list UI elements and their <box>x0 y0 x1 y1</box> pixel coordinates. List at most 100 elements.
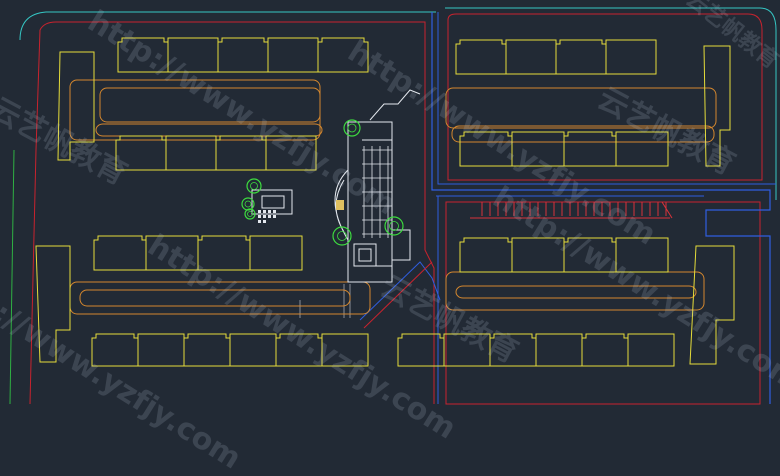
plaza-feature-square <box>353 243 377 267</box>
building-row-ne-south-unit-1 <box>511 131 565 167</box>
road-east <box>431 12 771 404</box>
road-diagonal <box>359 261 441 321</box>
parking-lane-3 <box>445 87 717 129</box>
tree-core-5 <box>247 211 253 217</box>
end-building-0 <box>57 51 95 161</box>
building-row-ne-south-unit-2 <box>563 131 617 167</box>
end-building-3 <box>689 245 735 365</box>
building-row-ne-north-unit-2 <box>555 39 607 75</box>
building-row-nw-north <box>117 37 369 73</box>
parking-lane-1 <box>95 123 323 137</box>
boundary-red-west <box>39 21 435 404</box>
road-diagonal-red <box>363 261 433 329</box>
clubhouse-paving-5 <box>263 215 266 218</box>
building-row-se-north-unit-1 <box>511 237 565 273</box>
tree-core-0 <box>347 123 357 133</box>
building-row-sw-south-unit-4 <box>275 333 323 367</box>
building-row-se-south-unit-0 <box>397 333 445 367</box>
building-row-sw-south-unit-1 <box>137 333 185 367</box>
site-boundary-lines <box>9 7 777 405</box>
central-plaza <box>251 89 421 283</box>
building-row-se-south-unit-3 <box>535 333 583 367</box>
parking-lane-6 <box>79 289 351 307</box>
road-south <box>436 195 704 404</box>
plaza-inner <box>362 139 393 267</box>
parking-lane-5 <box>69 281 371 315</box>
building-row-ne-south-unit-0 <box>459 131 513 167</box>
building-row-sw-north <box>93 235 303 271</box>
building-row-ne-north-unit-1 <box>505 39 557 75</box>
plaza-feature-inner <box>358 248 372 262</box>
building-row-nw-north-unit-4 <box>317 37 369 73</box>
tree-core-3 <box>250 182 258 190</box>
residential-buildings <box>35 37 735 367</box>
tree-1 <box>332 226 352 246</box>
building-row-nw-north-unit-3 <box>267 37 319 73</box>
road-lines <box>299 12 776 404</box>
boundary-red-northeast <box>447 13 763 181</box>
end-building-1 <box>703 45 731 167</box>
building-row-se-north-unit-3 <box>615 237 669 273</box>
parking-lane-4 <box>451 125 715 143</box>
building-row-sw-south <box>91 333 369 367</box>
building-row-ne-north-unit-0 <box>455 39 507 75</box>
building-row-se-north-unit-0 <box>459 237 513 273</box>
clubhouse-paving-6 <box>268 215 271 218</box>
building-row-ne-north <box>455 39 657 75</box>
tree-core-2 <box>389 221 399 231</box>
building-row-ne-south <box>459 131 669 167</box>
building-row-se-south-unit-1 <box>443 333 491 367</box>
plaza-annex <box>392 229 411 261</box>
clubhouse-paving-8 <box>258 220 261 223</box>
building-row-ne-south-unit-3 <box>615 131 669 167</box>
building-row-nw-south-unit-0 <box>115 135 167 171</box>
boundary-cyan-east <box>430 7 777 200</box>
building-row-sw-south-unit-3 <box>229 333 277 367</box>
boundary-green <box>9 149 15 405</box>
building-row-sw-south-unit-2 <box>183 333 231 367</box>
clubhouse-paving-3 <box>273 210 276 213</box>
building-row-nw-south-unit-2 <box>215 135 267 171</box>
clubhouse-paving-4 <box>258 215 261 218</box>
parking-lane-2 <box>69 79 321 141</box>
building-row-nw-south <box>115 135 317 171</box>
tree-3 <box>246 178 262 194</box>
road-east-inner <box>437 12 776 185</box>
building-row-sw-north-unit-0 <box>93 235 147 271</box>
tree-core-4 <box>244 200 252 208</box>
parking-lane-0 <box>99 87 321 123</box>
building-row-sw-north-unit-1 <box>145 235 199 271</box>
building-row-se-south-unit-4 <box>581 333 629 367</box>
landscape-trees <box>241 119 404 246</box>
building-row-ne-north-unit-3 <box>605 39 657 75</box>
clubhouse-paving-1 <box>263 210 266 213</box>
plaza-outline <box>347 121 393 283</box>
building-row-nw-north-unit-0 <box>117 37 169 73</box>
boundary-cyan <box>19 11 430 41</box>
boundary-red-west-edge <box>29 29 41 405</box>
parking-lane-7 <box>445 271 705 311</box>
clubhouse <box>251 189 293 215</box>
building-row-se-south-unit-2 <box>489 333 537 367</box>
building-row-nw-north-unit-2 <box>217 37 269 73</box>
building-row-sw-north-unit-2 <box>197 235 251 271</box>
building-row-nw-north-unit-1 <box>167 37 219 73</box>
building-row-se-north <box>459 237 669 273</box>
building-row-se-south-unit-5 <box>627 333 675 367</box>
building-row-se-north-unit-2 <box>563 237 617 273</box>
tree-core-1 <box>337 231 347 241</box>
clubhouse-paving-2 <box>268 210 271 213</box>
building-row-nw-south-unit-1 <box>165 135 217 171</box>
tree-5 <box>244 208 256 220</box>
tree-2 <box>384 216 404 236</box>
parking-lane-8 <box>455 285 697 299</box>
parking-lanes <box>69 79 717 315</box>
plaza-bench <box>336 200 344 210</box>
parking-stall-edge <box>470 201 673 219</box>
clubhouse-paving-7 <box>273 215 276 218</box>
tree-0 <box>343 119 361 137</box>
building-row-nw-south-unit-3 <box>265 135 317 171</box>
site-plan-drawing <box>9 7 777 405</box>
walkway <box>343 284 351 318</box>
